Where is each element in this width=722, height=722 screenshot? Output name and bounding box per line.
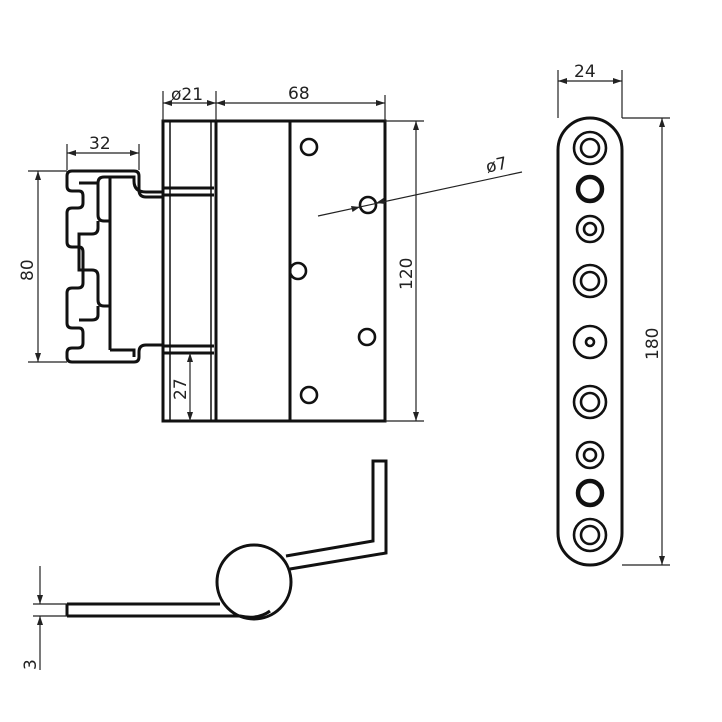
dimension-strap-width: 24 [557, 62, 623, 118]
strap-hole-3 [575, 214, 605, 244]
mounting-hole [357, 327, 377, 347]
hole-diameter-label: ø7 [484, 154, 509, 178]
mounting-hole [299, 385, 319, 405]
dimension-bottom-offset: 27 [171, 353, 193, 421]
mounting-hole [299, 137, 319, 157]
strap-hole-1 [572, 130, 608, 166]
leaf-outline [161, 119, 387, 423]
knuckle-side-profile [65, 169, 163, 364]
leaf-height-label: 120 [397, 258, 417, 290]
dimension-leaf-width: 68 [216, 84, 386, 121]
knuckle-span-label: 80 [18, 259, 38, 281]
mounting-hole [288, 261, 308, 281]
dimension-knuckle-span: 80 [18, 170, 67, 363]
wavy-profile-teeth [108, 177, 136, 357]
dimension-hole-diameter: ø7 [317, 154, 523, 217]
dimension-leaf-height: 120 [385, 120, 424, 422]
strap-length-label: 180 [643, 328, 663, 360]
strap-width-label: 24 [574, 62, 596, 82]
pin-diameter-label: ø21 [171, 85, 203, 105]
knuckle-depth-label: 32 [89, 134, 111, 154]
strap-hole-7 [575, 440, 605, 470]
pin-cross-section [215, 543, 293, 621]
dimension-thickness: 3 [21, 566, 67, 670]
strap-hole-6 [572, 384, 608, 420]
strap-hole-8 [575, 478, 605, 508]
strap-outline-outer [67, 459, 388, 619]
strap-hole-4 [572, 263, 608, 299]
dimension-knuckle-depth: 32 [66, 134, 140, 170]
thickness-label: 3 [21, 659, 41, 670]
wavy-profile-inner [77, 175, 163, 322]
bottom-offset-label: 27 [171, 378, 191, 400]
mounting-strap-view [556, 116, 624, 567]
dimension-strap-length: 180 [622, 117, 670, 566]
leaf-width-label: 68 [288, 84, 310, 104]
mounting-hole [358, 195, 378, 215]
strap-hole-5 [572, 324, 608, 360]
hinge-front-view [161, 119, 387, 423]
strap-hole-9 [572, 517, 608, 553]
strap-outline [556, 116, 624, 567]
hinge-bottom-view [65, 459, 388, 621]
strap-hole-2 [575, 174, 605, 204]
dimension-pin-diameter: ø21 [162, 85, 217, 121]
wavy-profile-outer [65, 169, 163, 364]
